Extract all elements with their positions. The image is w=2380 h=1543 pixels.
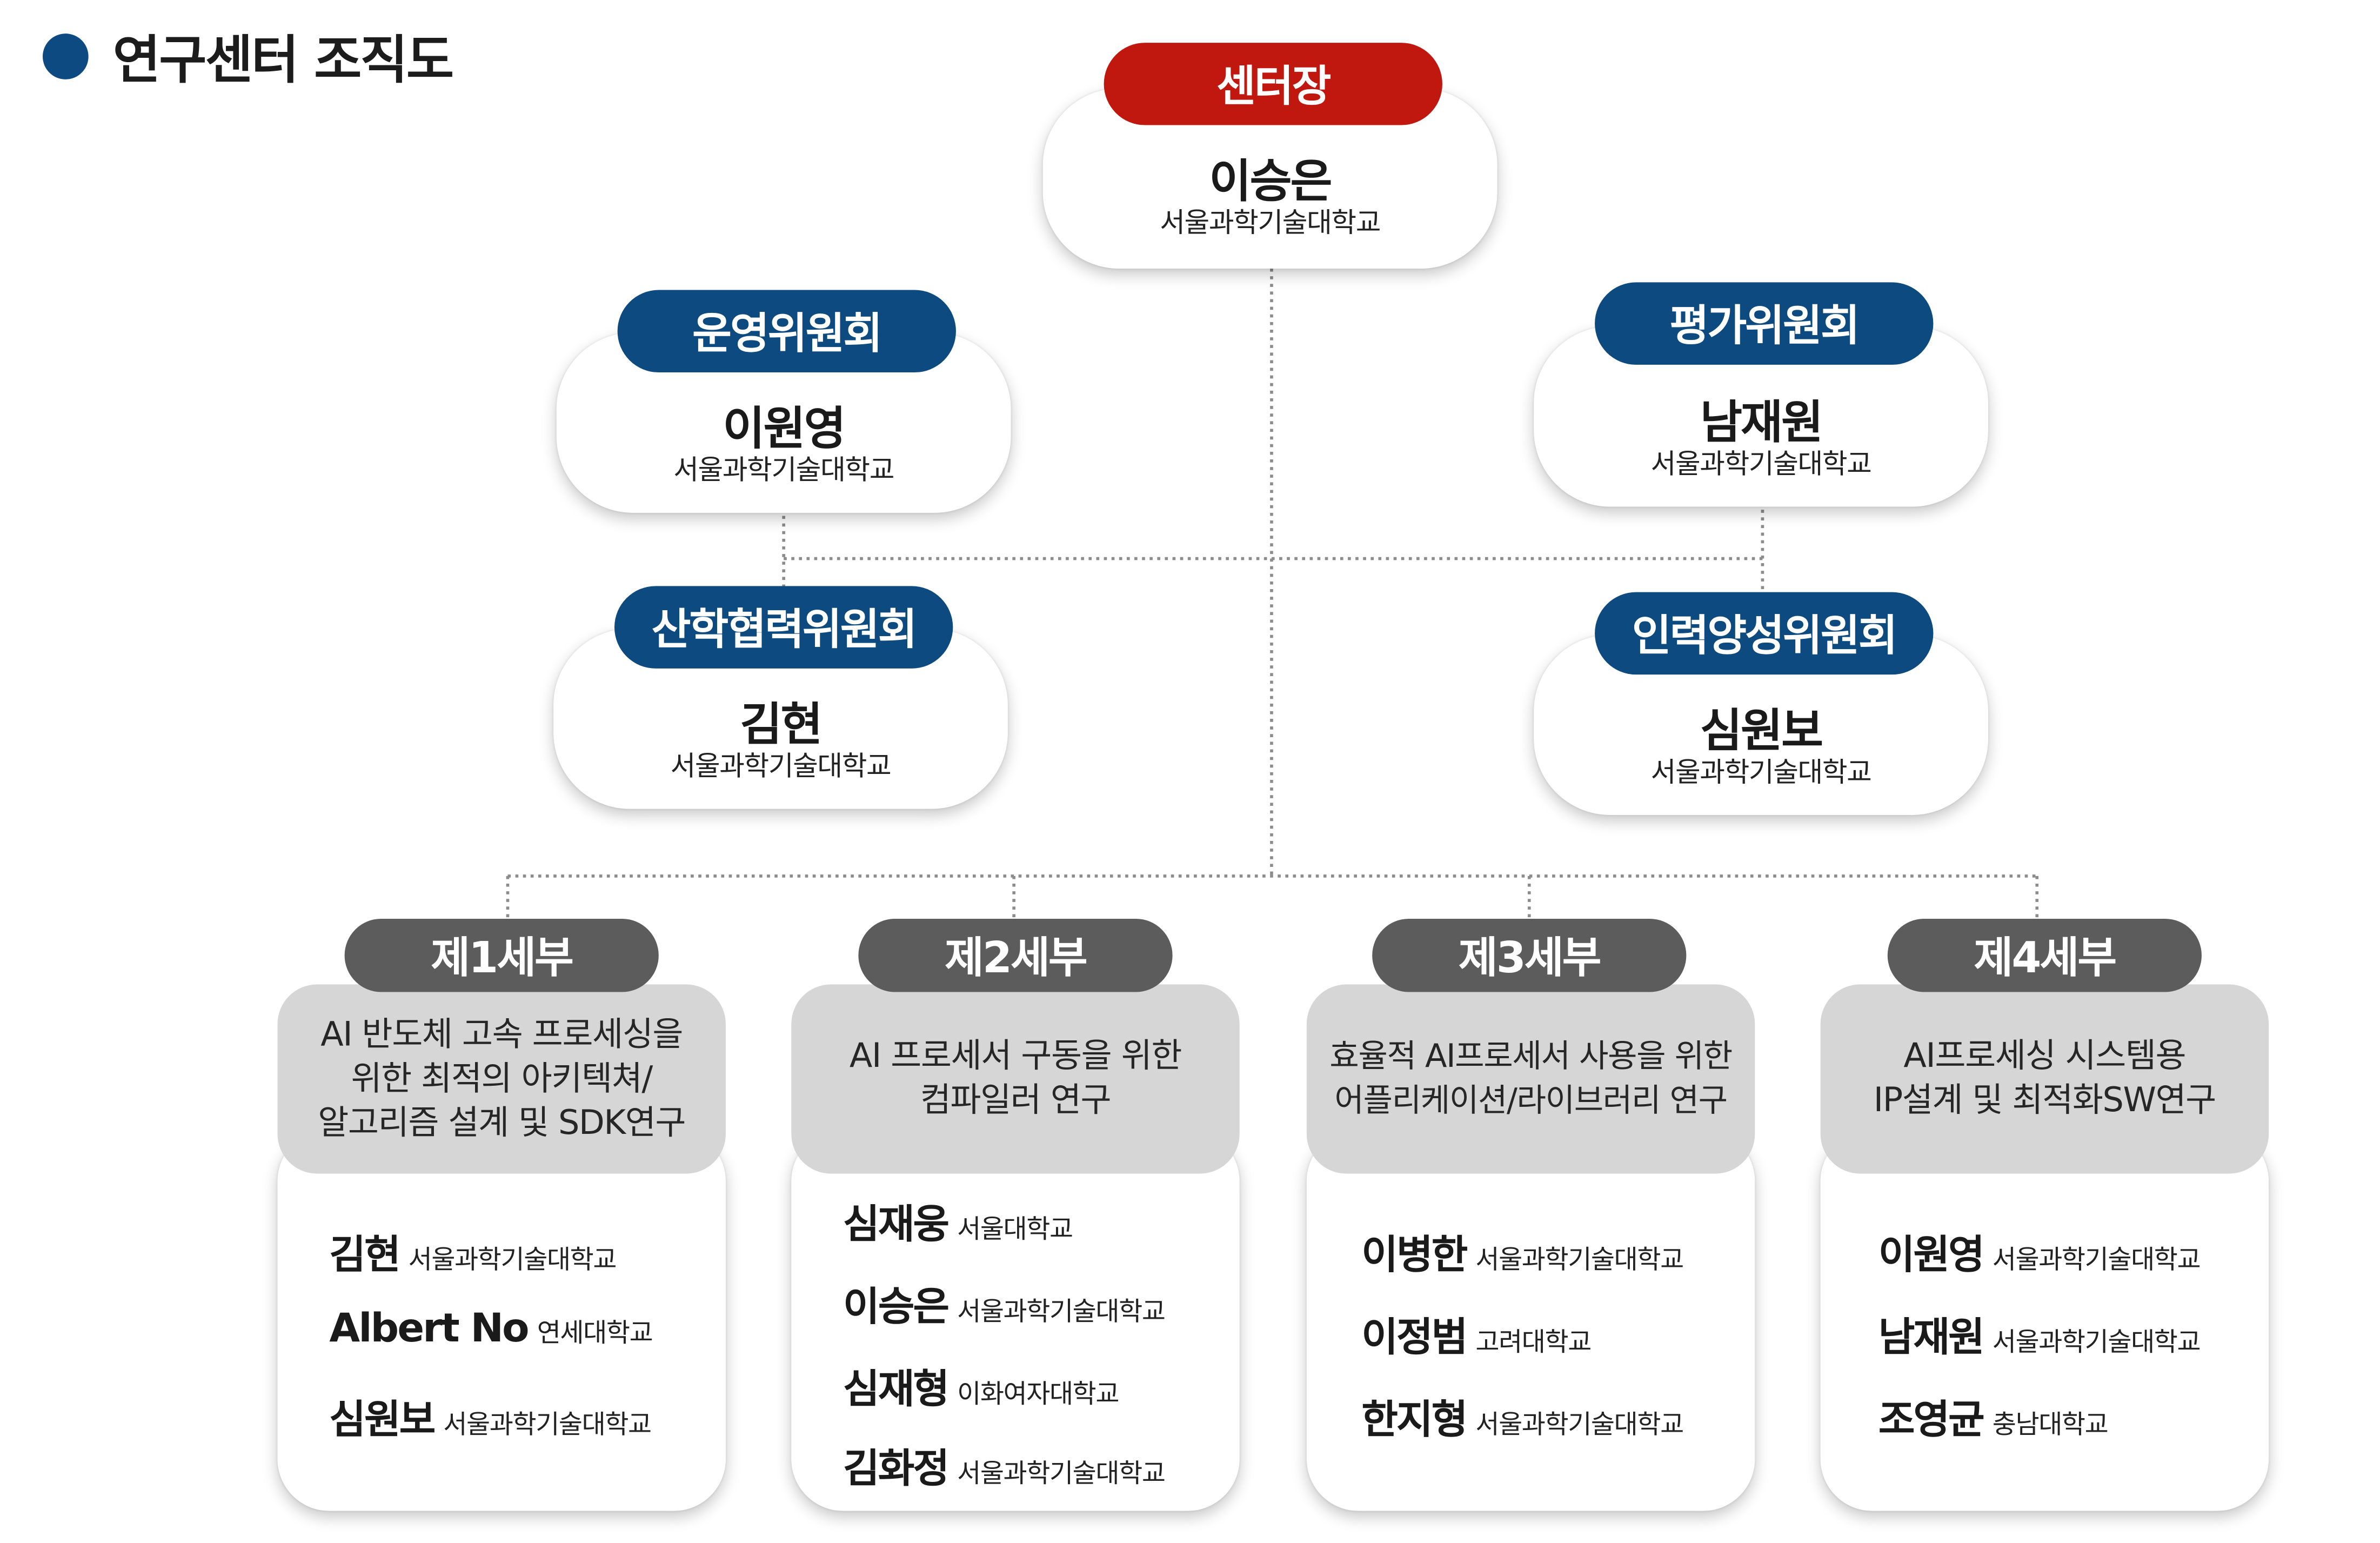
member-name: 이정범 [1361, 1315, 1468, 1361]
member-affiliation: 서울과학기술대학교 [957, 1297, 1166, 1328]
subteam-topic: AI 프로세서 구동을 위한 컴파일러 연구 [791, 984, 1240, 1174]
director-name: 이승은 [1209, 156, 1333, 209]
subteam-label-badge: 제4세부 [1887, 918, 2202, 992]
member-affiliation: 서울과학기술대학교 [443, 1410, 652, 1441]
page-title: 연구센터 조직도 [112, 30, 454, 92]
member-name: 심재웅 [843, 1203, 950, 1248]
subteam-topic: 효율적 AI프로세서 사용을 위한 어플리케이션/라이브러리 연구 [1306, 984, 1755, 1174]
director-card: 이승은 서울과학기술대학교 [1042, 88, 1497, 269]
committee-role-badge: 인력양성위원회 [1595, 592, 1934, 675]
subteam-label-badge: 제3세부 [1372, 918, 1687, 992]
member-affiliation: 서울과학기술대학교 [1475, 1410, 1684, 1441]
subteam-topic: AI프로세싱 시스템용 IP설계 및 최적화SW연구 [1820, 984, 2269, 1174]
committee-role-badge: 운영위원회 [617, 290, 956, 373]
subteam-topic-text: AI 반도체 고속 프로세싱을 위한 최적의 아키텍쳐/ 알고리즘 설계 및 S… [318, 1016, 686, 1143]
member-affiliation: 연세대학교 [537, 1318, 653, 1350]
member-name: 김화정 [843, 1447, 950, 1493]
member-affiliation: 서울과학기술대학교 [408, 1245, 617, 1276]
subteam-topic-text: AI프로세싱 시스템용 IP설계 및 최적화SW연구 [1873, 1038, 2216, 1120]
member-name: 심재형 [843, 1367, 950, 1413]
member-affiliation: 서울과학기술대학교 [957, 1459, 1166, 1490]
member-row: 김현 서울과학기술대학교 [329, 1224, 617, 1280]
member-affiliation: 서울대학교 [957, 1214, 1073, 1246]
committee-role-badge: 평가위원회 [1595, 282, 1934, 365]
committee-member-affiliation: 서울과학기술대학교 [670, 751, 892, 783]
committee-role-badge: 산학협력위원회 [614, 586, 953, 669]
member-name: 심원보 [329, 1398, 436, 1444]
member-name: 이승은 [843, 1285, 950, 1331]
director-affiliation: 서울과학기술대학교 [1160, 208, 1381, 240]
committee-member-affiliation: 서울과학기술대학교 [1650, 757, 1872, 789]
committee-member-name: 김현 [740, 699, 823, 753]
committee-member-affiliation: 서울과학기술대학교 [673, 455, 894, 487]
committee-member-affiliation: 서울과학기술대학교 [1650, 449, 1872, 481]
director-role-badge: 센터장 [1104, 43, 1442, 125]
member-name: 조영균 [1878, 1398, 1985, 1444]
title-bullet-icon [42, 34, 89, 79]
member-name: 남재원 [1878, 1315, 1985, 1361]
member-name: 이병한 [1361, 1233, 1468, 1279]
subteam-topic-text: 효율적 AI프로세서 사용을 위한 어플리케이션/라이브러리 연구 [1329, 1038, 1733, 1119]
member-name: 김현 [329, 1233, 400, 1279]
member-affiliation: 서울과학기술대학교 [1992, 1245, 2201, 1276]
committee-member-name: 심원보 [1700, 705, 1823, 759]
member-name: 한지형 [1361, 1398, 1468, 1444]
member-name: Albert No [329, 1306, 529, 1352]
member-affiliation: 고려대학교 [1475, 1327, 1592, 1359]
subteam-label-badge: 제1세부 [344, 918, 659, 992]
member-affiliation: 이화여자대학교 [957, 1379, 1119, 1411]
member-name: 이원영 [1878, 1233, 1985, 1279]
subteam-label-badge: 제2세부 [858, 918, 1173, 992]
committee-member-name: 이원영 [723, 403, 846, 457]
member-affiliation: 서울과학기술대학교 [1992, 1327, 2201, 1359]
member-affiliation: 충남대학교 [1992, 1410, 2109, 1441]
committee-member-name: 남재원 [1700, 397, 1823, 451]
subteam-topic-text: AI 프로세서 구동을 위한 컴파일러 연구 [849, 1038, 1182, 1120]
subteam-topic: AI 반도체 고속 프로세싱을 위한 최적의 아키텍쳐/ 알고리즘 설계 및 S… [277, 984, 726, 1174]
member-affiliation: 서울과학기술대학교 [1475, 1245, 1684, 1276]
